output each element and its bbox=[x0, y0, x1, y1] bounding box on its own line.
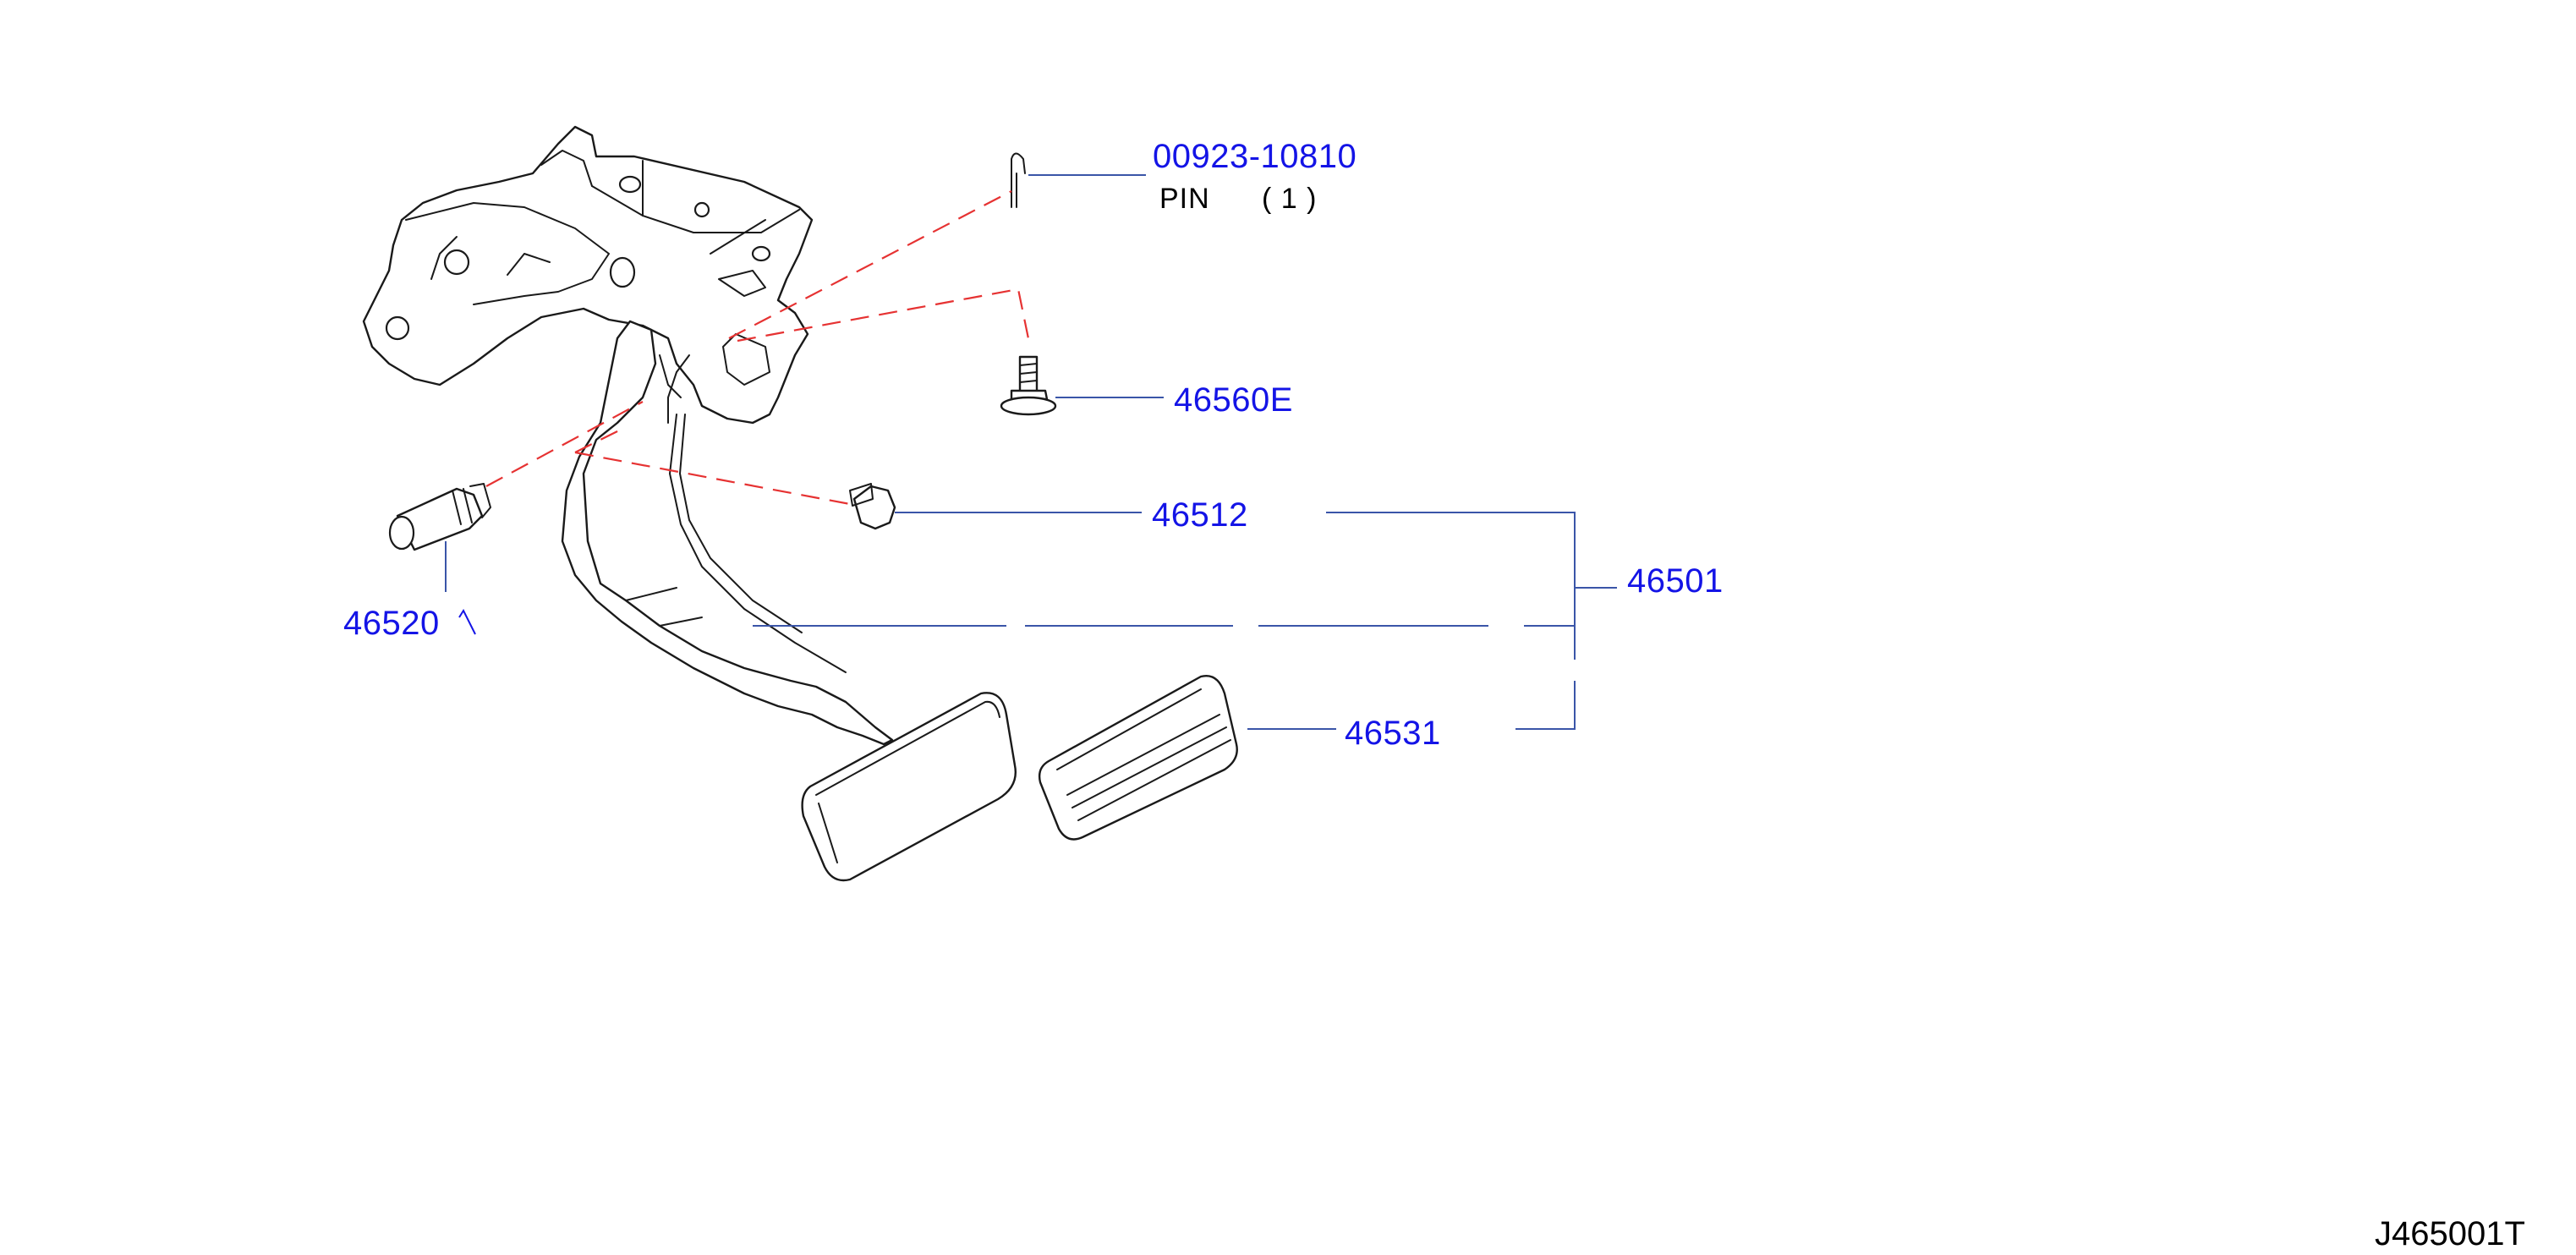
clevis-label-tick-icon bbox=[458, 608, 476, 635]
label-pin-description: PIN bbox=[1159, 183, 1210, 215]
diagram-code: J465001T bbox=[2375, 1215, 2525, 1252]
hint-clevis bbox=[485, 401, 644, 487]
label-pad-part-number[interactable]: 46531 bbox=[1345, 715, 1441, 752]
hint-pin bbox=[728, 190, 1012, 339]
pedal-bracket bbox=[362, 125, 814, 425]
stopper-part bbox=[849, 483, 896, 530]
hint-stopper bbox=[574, 451, 851, 506]
clevis-pin-part bbox=[388, 483, 491, 551]
bracket-pedal-assy bbox=[1326, 512, 1576, 730]
label-pin-part-number[interactable]: 00923-10810 bbox=[1153, 138, 1357, 175]
label-stopper-part-number[interactable]: 46512 bbox=[1152, 496, 1248, 534]
assembly-hints bbox=[485, 190, 1032, 506]
label-clevis-part-number[interactable]: 46520 bbox=[343, 605, 440, 642]
hint-arm bbox=[574, 426, 627, 453]
label-pedal-assy-part-number[interactable]: 46501 bbox=[1627, 562, 1724, 600]
pedal-pad-left bbox=[801, 692, 1017, 882]
bolt-part bbox=[1000, 355, 1057, 416]
pin-clip-part bbox=[1011, 152, 1026, 208]
callout-labels: 00923-10810 PIN ( 1 ) 46560E 46512 46501… bbox=[343, 138, 1724, 752]
label-pin-quantity: ( 1 ) bbox=[1262, 183, 1317, 215]
pedal-arm bbox=[561, 320, 894, 746]
label-bolt-part-number[interactable]: 46560E bbox=[1174, 381, 1293, 419]
leader-lines bbox=[445, 174, 1617, 730]
hint-bolt bbox=[737, 288, 1032, 348]
pedal-pad-right bbox=[1038, 675, 1238, 841]
